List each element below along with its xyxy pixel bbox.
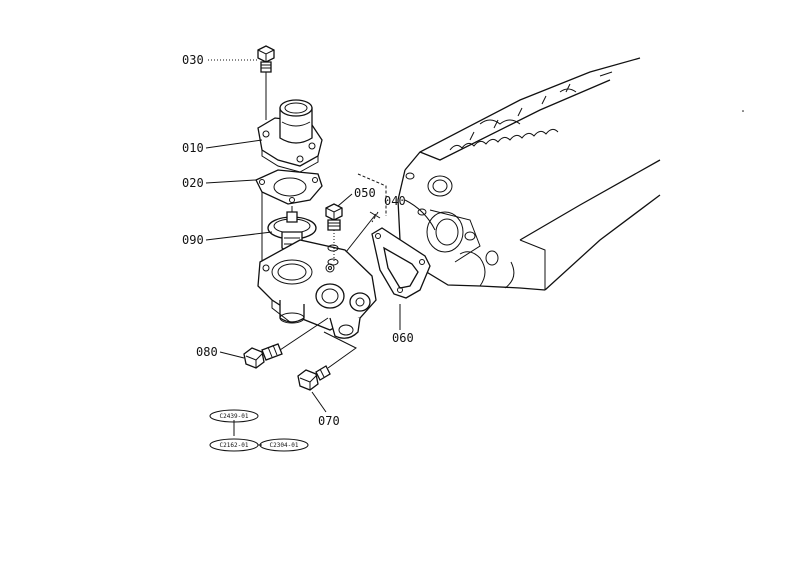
part-030-bolt <box>257 45 275 73</box>
leader-lines <box>205 59 401 446</box>
part-020-gasket <box>255 169 323 205</box>
part-010-thermostat-cover <box>257 99 323 173</box>
thermostat-housing <box>257 239 377 339</box>
part-080-bolt <box>243 343 283 369</box>
speck <box>742 110 744 112</box>
reference-code: C2304-01 <box>270 442 299 449</box>
callout-060: 060 <box>392 331 414 345</box>
reference-code: C2439-01 <box>220 413 249 420</box>
callout-070: 070 <box>318 414 340 428</box>
callout-090: 090 <box>182 233 204 247</box>
engine-block <box>397 57 661 291</box>
part-060-gasket <box>371 227 431 299</box>
callout-010: 010 <box>182 141 204 155</box>
callout-050: 050 <box>354 186 376 200</box>
callout-030: 030 <box>182 53 204 67</box>
reference-code: C2162-01 <box>220 442 249 449</box>
reference-oval-2: C2162-01 <box>209 438 259 452</box>
callout-080: 080 <box>196 345 218 359</box>
callout-020: 020 <box>182 176 204 190</box>
part-050-plug <box>325 203 343 266</box>
reference-oval-3: C2304-01 <box>259 438 309 452</box>
callout-040: 040 <box>384 194 406 208</box>
part-070-bolt <box>297 365 331 391</box>
reference-oval-1: C2439-01 <box>209 409 259 423</box>
